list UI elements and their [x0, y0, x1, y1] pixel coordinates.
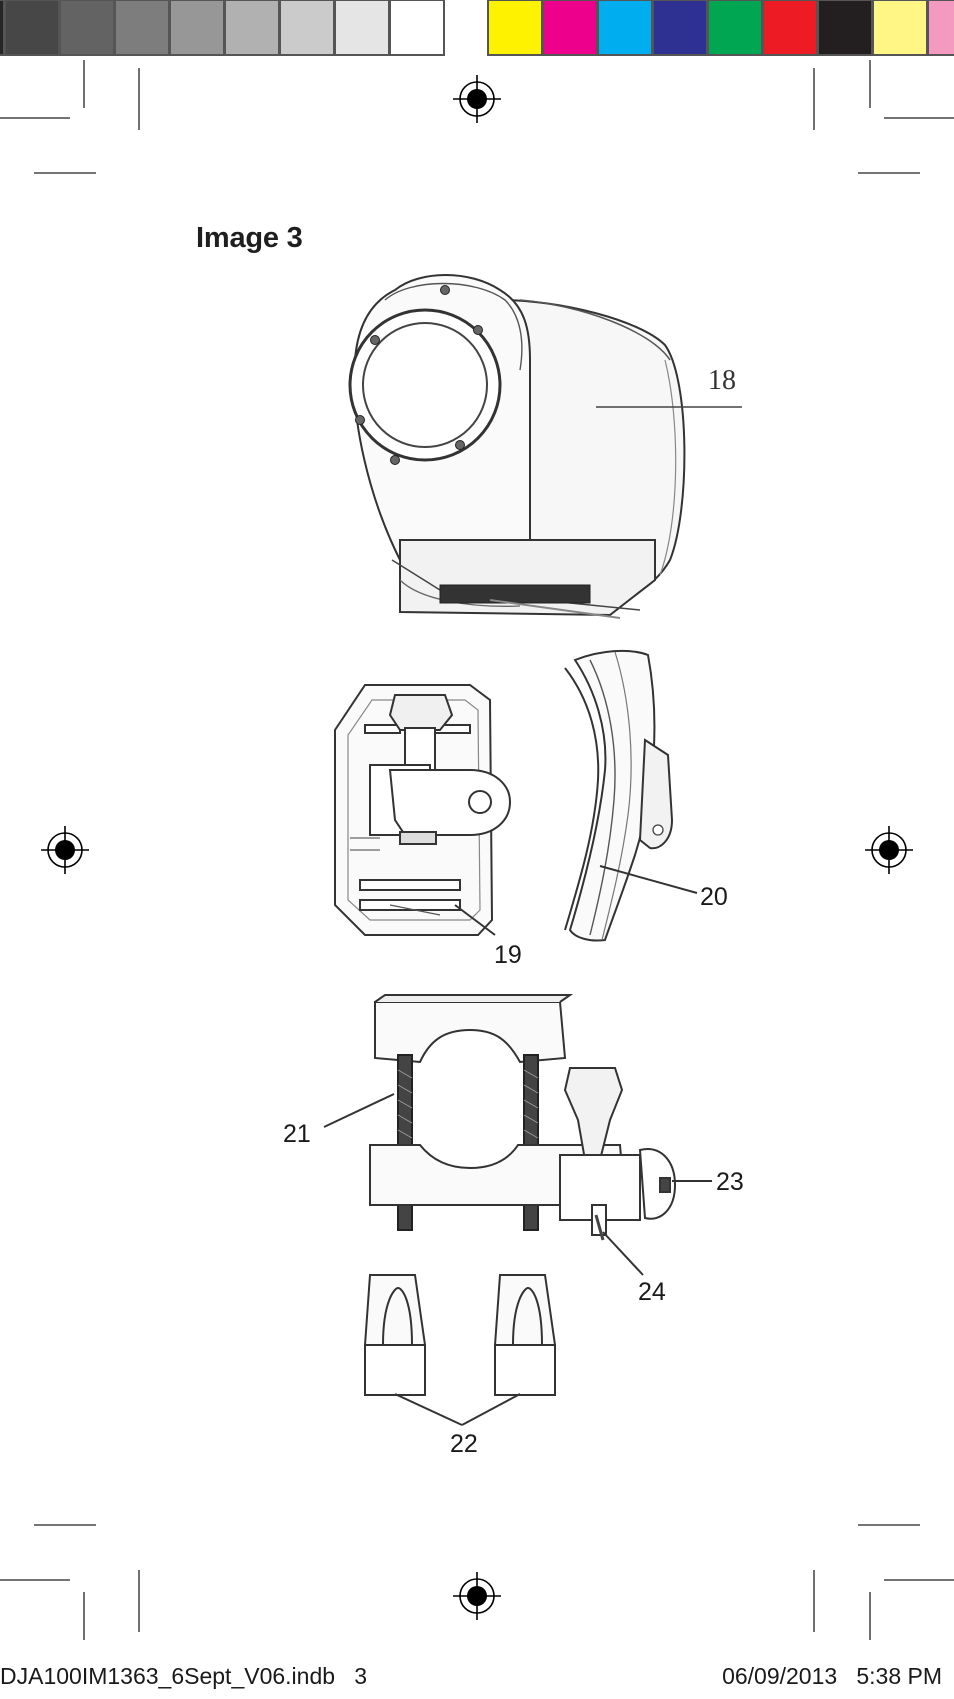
callout-22: 22 — [450, 1430, 478, 1458]
registration-mark-right — [865, 826, 913, 874]
waterproof-housing-drawing — [348, 274, 686, 619]
gray-swatch — [389, 0, 445, 56]
callout-line-24 — [602, 1231, 644, 1276]
gray-swatch — [169, 0, 225, 56]
callout-line-20 — [599, 865, 698, 894]
registration-mark-left — [41, 826, 89, 874]
gray-steps — [0, 0, 445, 56]
color-swatch — [487, 0, 543, 56]
color-swatch — [542, 0, 598, 56]
gray-swatch — [59, 0, 115, 56]
color-steps — [487, 0, 954, 56]
callout-20: 20 — [700, 883, 728, 911]
gray-swatch — [334, 0, 390, 56]
callout-18: 18 — [708, 365, 736, 396]
registration-mark-bottom — [453, 1572, 501, 1620]
callout-24: 24 — [638, 1278, 666, 1306]
page-heading: Image 3 — [196, 222, 303, 254]
color-swatch — [927, 0, 954, 56]
slug-date-time: 06/09/2013 5:38 PM — [722, 1663, 942, 1689]
callout-line-22b — [461, 1393, 521, 1426]
gray-swatch — [114, 0, 170, 56]
callout-21: 21 — [283, 1120, 311, 1148]
color-calibration-bar — [0, 0, 954, 56]
registration-mark-top — [453, 75, 501, 123]
flat-mount-drawing — [334, 684, 512, 936]
handlebar-mount-drawing — [369, 994, 677, 1241]
rubber-inserts-drawing — [364, 1274, 556, 1396]
callout-line-22a — [394, 1393, 463, 1426]
callout-19: 19 — [494, 941, 522, 969]
callout-line-19 — [454, 904, 496, 936]
color-swatch — [597, 0, 653, 56]
slug-file-name: DJA100IM1363_6Sept_V06.indb 3 — [0, 1663, 367, 1689]
curved-mount-drawing — [564, 649, 674, 942]
callout-23: 23 — [716, 1168, 744, 1196]
color-swatch — [652, 0, 708, 56]
callout-line-21 — [323, 1093, 395, 1128]
